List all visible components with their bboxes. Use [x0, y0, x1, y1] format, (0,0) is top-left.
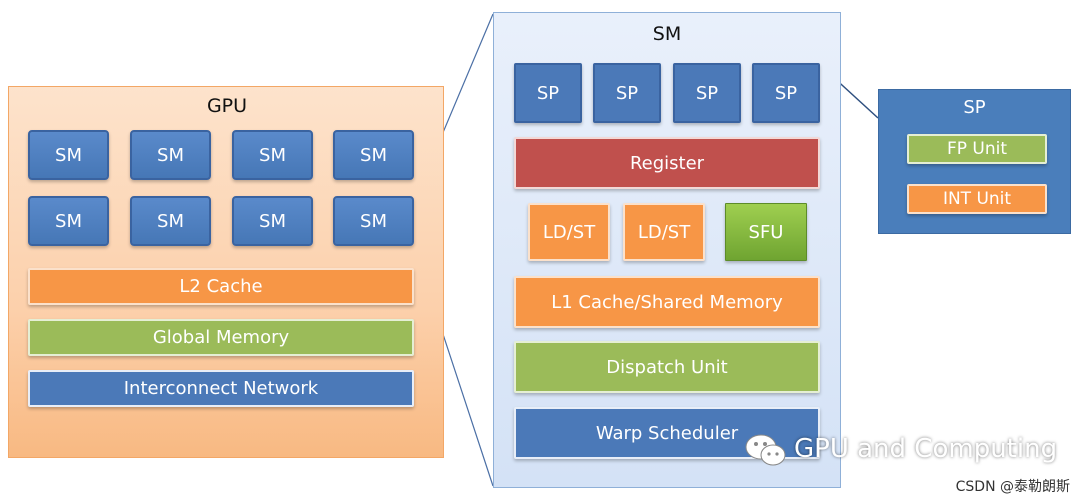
gpu-sm-6: SM	[130, 196, 211, 246]
gpu-sm-8: SM	[333, 196, 414, 246]
gpu-sm-7: SM	[232, 196, 313, 246]
ldst-unit-1: LD/ST	[528, 203, 610, 261]
watermark-text: GPU and Computing	[794, 434, 1058, 464]
ldst-unit-2: LD/ST	[623, 203, 705, 261]
int-unit: INT Unit	[907, 184, 1047, 214]
interconnect-network: Interconnect Network	[28, 370, 414, 407]
sfu-unit: SFU	[725, 203, 807, 261]
register: Register	[514, 137, 820, 189]
gpu-sm-2: SM	[130, 130, 211, 180]
wechat-icon	[745, 434, 786, 466]
global-memory: Global Memory	[28, 319, 414, 356]
gpu-sm-3: SM	[232, 130, 313, 180]
sm-sp-2: SP	[593, 63, 661, 123]
gpu-panel: GPU SM SM SM SM SM SM SM SM L2 Cache Glo…	[8, 86, 444, 458]
l1-cache-shared-memory: L1 Cache/Shared Memory	[514, 276, 820, 328]
gpu-title: GPU	[206, 95, 248, 117]
fp-unit: FP Unit	[907, 134, 1047, 164]
sm-title: SM	[652, 23, 682, 45]
l2-cache: L2 Cache	[28, 268, 414, 305]
sp-panel: SP FP Unit INT Unit	[878, 89, 1071, 234]
gpu-sm-1: SM	[28, 130, 109, 180]
dispatch-unit: Dispatch Unit	[514, 341, 820, 393]
gpu-sm-5: SM	[28, 196, 109, 246]
sm-sp-4: SP	[752, 63, 820, 123]
sm-sp-1: SP	[514, 63, 582, 123]
csdn-credit: CSDN @泰勒朗斯	[955, 479, 1070, 495]
sm-sp-3: SP	[673, 63, 741, 123]
gpu-sm-4: SM	[333, 130, 414, 180]
sm-panel: SM SP SP SP SP Register LD/ST LD/ST SFU …	[493, 12, 841, 488]
sp-title: SP	[963, 97, 986, 118]
